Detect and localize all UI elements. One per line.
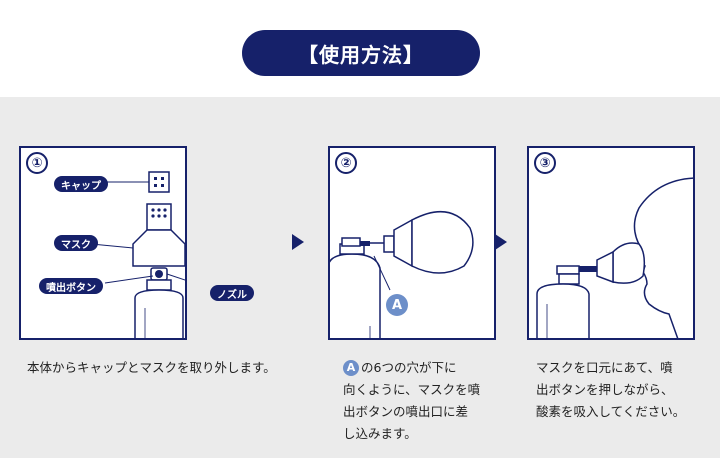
step-1-illustration [80, 171, 185, 338]
step-3-caption: マスクを口元にあて、噴 出ボタンを押しながら、 酸素を吸入してください。 [536, 357, 685, 423]
next-step-arrow-2 [495, 234, 507, 250]
callout-a: A [386, 294, 408, 316]
step-3-panel: ③ [527, 146, 695, 340]
step-3-illustration [536, 177, 693, 338]
spray-button-label: 噴出ボタン [39, 278, 103, 294]
step-1-caption: 本体からキャップとマスクを取り外します。 [27, 357, 276, 379]
step-3-number: ③ [534, 152, 556, 174]
nozzle-label: ノズル [210, 285, 254, 301]
step-2-panel: ② A [328, 146, 496, 340]
next-step-arrow-1 [292, 234, 304, 250]
step-1-number: ① [26, 152, 48, 174]
caption-line: 出ボタンの噴出口に差 [343, 404, 469, 419]
caption-line: マスクを口元にあて、噴 [536, 360, 673, 375]
caption-line: 酸素を吸入してください。 [536, 404, 686, 419]
cap-label: キャップ [54, 176, 108, 192]
caption-line: し込みます。 [343, 426, 417, 441]
step-2-number: ② [335, 152, 357, 174]
mask-label: マスク [54, 235, 98, 251]
step-1-panel: ① キャップ マスク 噴出ボタン [19, 146, 187, 340]
caption-line: 向くように、マスクを噴 [343, 382, 481, 397]
caption-line: 本体からキャップとマスクを取り外します。 [27, 360, 276, 375]
caption-line: 出ボタンを押しながら、 [536, 382, 674, 397]
a-badge: A [343, 360, 359, 376]
page-title: 【使用方法】 [242, 30, 480, 76]
step-2-illustration [330, 210, 474, 338]
caption-line-text: の6つの穴が下に [361, 360, 457, 375]
